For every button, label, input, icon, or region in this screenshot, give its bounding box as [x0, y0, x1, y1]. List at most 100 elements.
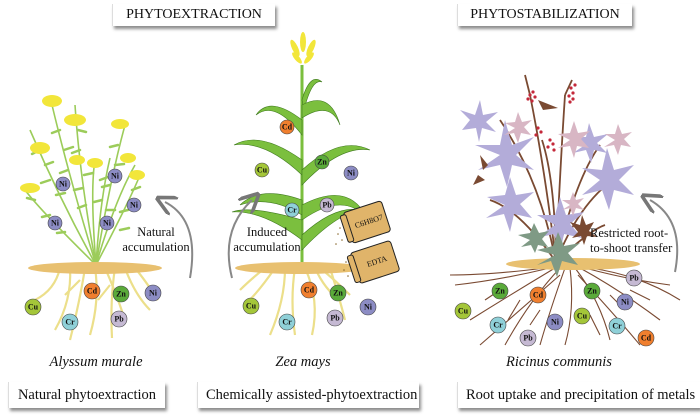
svg-text:Pb: Pb [330, 314, 340, 323]
ion-ni: Ni [343, 165, 359, 181]
ion-cr: Cr [61, 313, 79, 331]
ricinus-plant [449, 74, 681, 346]
svg-text:Cd: Cd [87, 287, 98, 296]
svg-text:Ni: Ni [59, 180, 68, 189]
alyssum-flowers [20, 95, 145, 193]
alyssum-roots [34, 267, 159, 341]
svg-text:Zn: Zn [587, 287, 597, 296]
ion-zn: Zn [329, 284, 347, 302]
natural-accumulation-label: Natural accumulation [116, 225, 196, 255]
maize-shoot-ions: Cd Cu Zn Ni Cr Pb [254, 119, 359, 218]
ion-cu: Cu [573, 307, 591, 325]
svg-text:Zn: Zn [317, 158, 327, 167]
ion-cr: Cr [278, 313, 296, 331]
citric-acid-bag: C6H8O7 [339, 200, 391, 244]
ion-ni: Ni [47, 215, 63, 231]
induced-accumulation-arrow [227, 200, 252, 279]
svg-text:Cu: Cu [577, 312, 588, 321]
restricted-transfer-label: Restricted root- to-shoot transfer [590, 226, 680, 256]
ion-zn: Zn [583, 282, 601, 300]
svg-text:Zn: Zn [116, 290, 126, 299]
edta-bag: EDTA [346, 240, 400, 284]
ricinus-leaves [460, 100, 634, 252]
svg-text:Ni: Ni [111, 172, 120, 181]
caption-natural-phytoextraction: Natural phytoextraction [8, 382, 165, 408]
ion-cd: Cd [83, 282, 101, 300]
caption-chemically-assisted-phytoextraction: Chemically assisted-phytoextraction [197, 382, 419, 408]
svg-text:Cd: Cd [533, 291, 544, 300]
ion-cr: Cr [284, 202, 300, 218]
maize-tassel [290, 32, 316, 64]
svg-text:Cd: Cd [304, 286, 315, 295]
ion-ni: Ni [616, 293, 634, 311]
ricinus-seeds [526, 83, 577, 152]
ion-cu: Cu [24, 298, 42, 316]
ion-ni: Ni [55, 176, 71, 192]
ion-pb: Pb [319, 197, 335, 213]
ricinus-brown-leaves [473, 100, 597, 245]
restricted-transfer-line2: to-shoot transfer [590, 241, 673, 255]
phytostabilization-header: PHYTOSTABILIZATION [457, 4, 632, 26]
ion-pb: Pb [326, 309, 344, 327]
svg-text:Cu: Cu [458, 307, 469, 316]
ion-zn: Zn [314, 154, 330, 170]
svg-text:Zn: Zn [333, 289, 343, 298]
svg-text:Ni: Ni [551, 318, 560, 327]
ion-ni: Ni [107, 168, 123, 184]
restricted-transfer-arrow [650, 200, 679, 273]
svg-text:Ni: Ni [364, 303, 373, 312]
caption-root-uptake-precipitation: Root uptake and precipitation of metals [457, 382, 700, 408]
species-ricinus-communis: Ricinus communis [506, 354, 612, 370]
ion-pb: Pb [110, 310, 128, 328]
ion-cr: Cr [608, 317, 626, 335]
svg-text:Ni: Ni [51, 219, 60, 228]
svg-text:Ni: Ni [103, 219, 112, 228]
ion-cu: Cu [454, 302, 472, 320]
svg-text:Ni: Ni [347, 169, 356, 178]
ion-cu: Cu [254, 162, 270, 178]
ricinus-soil [506, 258, 640, 270]
svg-text:Cr: Cr [65, 318, 75, 327]
svg-text:Cd: Cd [641, 334, 652, 343]
ion-cd: Cd [300, 281, 318, 299]
ion-zn: Zn [491, 282, 509, 300]
svg-text:Cr: Cr [493, 321, 503, 330]
svg-text:Cr: Cr [282, 318, 292, 327]
maize-root-ions: Cu Cr Cd Pb Zn Ni [242, 281, 377, 331]
ion-cd: Cd [637, 329, 655, 347]
svg-text:Ni: Ni [621, 298, 630, 307]
alyssum-shoot-ions: Ni Ni Ni Ni Ni [47, 168, 142, 231]
ion-cr: Cr [489, 316, 507, 334]
ion-ni: Ni [546, 313, 564, 331]
svg-text:Pb: Pb [322, 201, 332, 210]
ion-ni: Ni [126, 197, 142, 213]
alyssum-plant [20, 95, 162, 341]
alyssum-root-ions: Cu Cr Cd Pb Zn Ni [24, 282, 162, 331]
ion-cd: Cd [279, 119, 295, 135]
svg-text:Pb: Pb [629, 274, 639, 283]
natural-accumulation-arrow [165, 202, 194, 279]
svg-text:Ni: Ni [149, 289, 158, 298]
svg-text:Cd: Cd [282, 123, 293, 132]
svg-text:Cr: Cr [612, 322, 622, 331]
ion-ni: Ni [359, 298, 377, 316]
svg-text:Cu: Cu [28, 303, 39, 312]
ricinus-root-ions: Cu Zn Cr Pb Cd Ni Cu Zn Pb Ni Cr Cd [454, 269, 655, 347]
induced-accumulation-label: Induced accumulation [232, 225, 302, 255]
amendment-granules [335, 227, 349, 277]
ricinus-base-leaves [518, 223, 580, 277]
svg-text:Zn: Zn [495, 287, 505, 296]
ricinus-pink-leaves [504, 112, 632, 216]
ion-pb: Pb [519, 329, 537, 347]
svg-text:Pb: Pb [523, 334, 533, 343]
ion-pb: Pb [625, 269, 643, 287]
species-alyssum-murale: Alyssum murale [49, 354, 143, 370]
ricinus-roots [449, 267, 681, 346]
maize-soil [235, 262, 365, 274]
restricted-transfer-line1: Restricted root- [590, 226, 669, 240]
ion-cd: Cd [529, 286, 547, 304]
svg-text:Cr: Cr [287, 206, 297, 215]
alyssum-soil [28, 262, 162, 274]
ion-ni: Ni [99, 215, 115, 231]
